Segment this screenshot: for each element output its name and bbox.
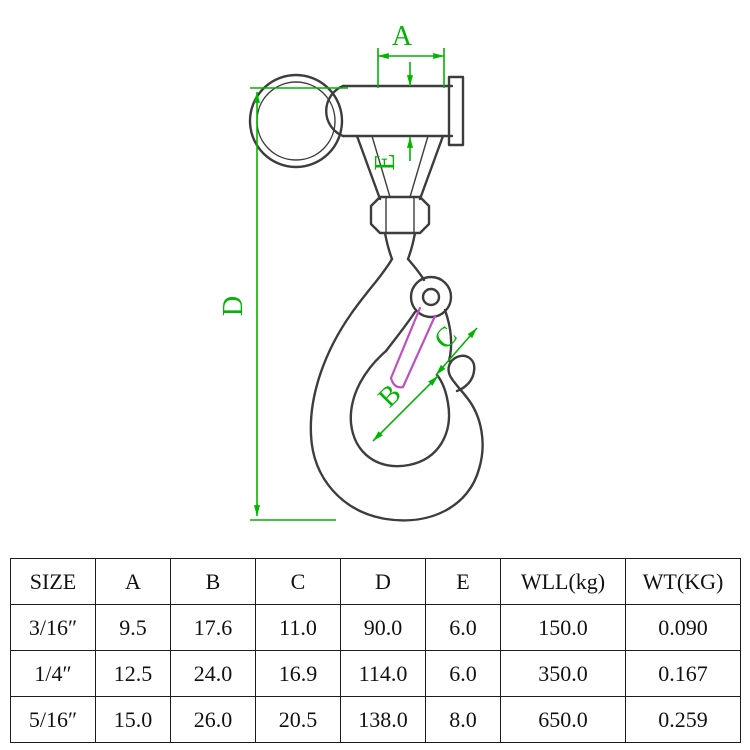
hex-nut bbox=[369, 195, 431, 261]
dim-label-b: B bbox=[372, 378, 407, 413]
table-row: 3/16″ 9.5 17.6 11.0 90.0 6.0 150.0 0.090 bbox=[10, 604, 741, 651]
latch-pivot-boss bbox=[409, 275, 453, 319]
value-cell: 9.5 bbox=[95, 604, 171, 651]
value-cell: 8.0 bbox=[425, 696, 501, 743]
value-cell: 650.0 bbox=[500, 696, 626, 743]
value-cell: 0.090 bbox=[625, 604, 741, 651]
col-header-b: B bbox=[170, 558, 256, 605]
dimension-e: E bbox=[370, 62, 414, 171]
value-cell: 0.167 bbox=[625, 650, 741, 697]
col-header-d: D bbox=[340, 558, 426, 605]
value-cell: 6.0 bbox=[425, 604, 501, 651]
col-header-e: E bbox=[425, 558, 501, 605]
col-header-weight: WT(KG) bbox=[625, 558, 741, 605]
col-header-size: SIZE bbox=[10, 558, 96, 605]
hook-diagram-svg: A E D B C bbox=[218, 21, 484, 522]
hook-technical-drawing: A E D B C bbox=[218, 21, 484, 522]
value-cell: 17.6 bbox=[170, 604, 256, 651]
value-cell: 150.0 bbox=[500, 604, 626, 651]
value-cell: 12.5 bbox=[95, 650, 171, 697]
dimension-b: B bbox=[372, 375, 439, 442]
size-cell: 3/16″ bbox=[10, 604, 96, 651]
dim-label-a: A bbox=[392, 21, 413, 52]
table-row: 1/4″ 12.5 24.0 16.9 114.0 6.0 350.0 0.16… bbox=[10, 650, 741, 697]
value-cell: 24.0 bbox=[170, 650, 256, 697]
col-header-a: A bbox=[95, 558, 171, 605]
value-cell: 15.0 bbox=[95, 696, 171, 743]
value-cell: 114.0 bbox=[340, 650, 426, 697]
dim-label-d: D bbox=[218, 296, 249, 316]
dimension-d: D bbox=[218, 87, 348, 521]
dimension-c: C bbox=[428, 320, 478, 376]
col-header-c: C bbox=[255, 558, 341, 605]
value-cell: 90.0 bbox=[340, 604, 426, 651]
safety-latch bbox=[389, 306, 437, 389]
value-cell: 26.0 bbox=[170, 696, 256, 743]
clevis-jaw bbox=[325, 75, 465, 201]
size-cell: 5/16″ bbox=[10, 696, 96, 743]
value-cell: 6.0 bbox=[425, 650, 501, 697]
hook-tip bbox=[447, 354, 476, 393]
dim-label-e: E bbox=[370, 153, 401, 170]
value-cell: 138.0 bbox=[340, 696, 426, 743]
col-header-wll: WLL(kg) bbox=[500, 558, 626, 605]
size-table: SIZE A B C D E WLL(kg) WT(KG) 3/16″ 9.5 … bbox=[10, 558, 741, 743]
value-cell: 16.9 bbox=[255, 650, 341, 697]
value-cell: 0.259 bbox=[625, 696, 741, 743]
table-header-row: SIZE A B C D E WLL(kg) WT(KG) bbox=[10, 558, 741, 605]
latch-pivot-hole bbox=[421, 287, 441, 307]
value-cell: 350.0 bbox=[500, 650, 626, 697]
dimension-a: A bbox=[377, 21, 445, 88]
value-cell: 11.0 bbox=[255, 604, 341, 651]
table-row: 5/16″ 15.0 26.0 20.5 138.0 8.0 650.0 0.2… bbox=[10, 696, 741, 743]
size-cell: 1/4″ bbox=[10, 650, 96, 697]
value-cell: 20.5 bbox=[255, 696, 341, 743]
clevis-pin bbox=[447, 75, 465, 147]
